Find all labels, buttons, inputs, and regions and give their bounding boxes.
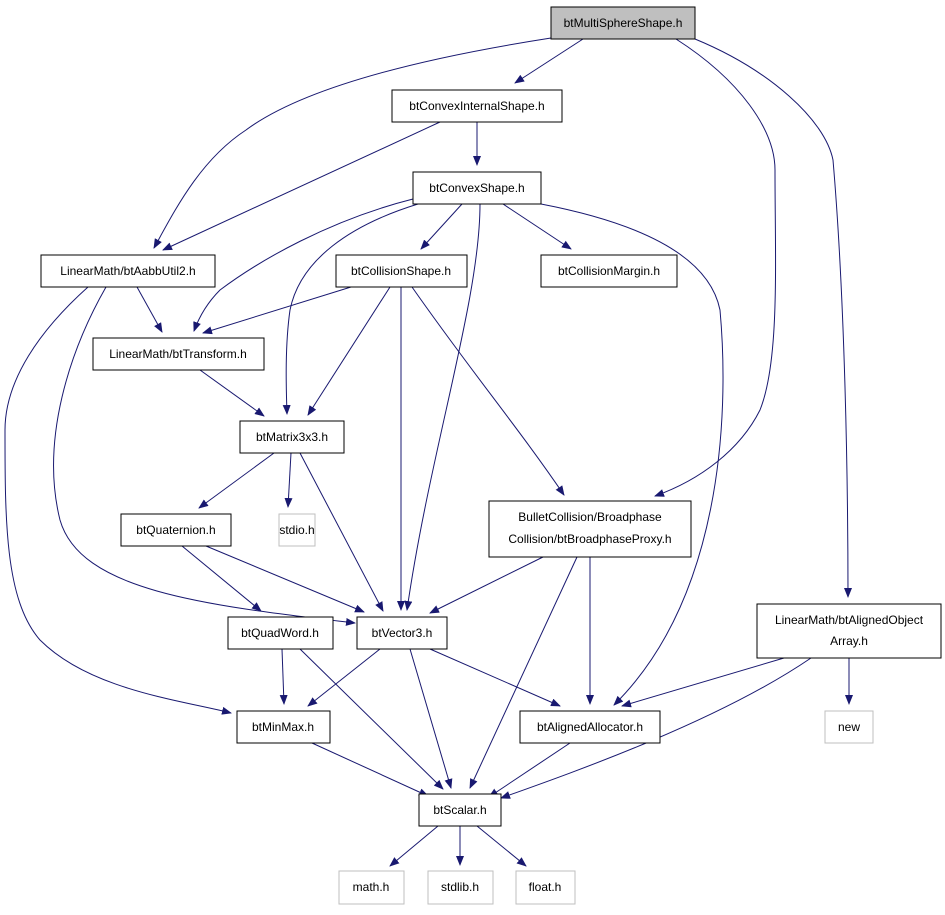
node-label: btVector3.h	[372, 626, 433, 640]
edge-btScalar-to-float	[476, 825, 527, 867]
edge-btMultiSphereShape-to-btConvexInternalShape	[514, 38, 584, 84]
node-label: btQuadWord.h	[241, 626, 319, 640]
edge-btMinMax-to-btScalar	[311, 742, 429, 797]
node-label: btAlignedAllocator.h	[537, 720, 643, 734]
node-btVector3[interactable]: btVector3.h	[356, 616, 448, 650]
edge-btAabbUtil2-to-btVector3	[53, 286, 356, 626]
node-label: btMultiSphereShape.h	[564, 16, 683, 30]
edge-btConvexShape-to-btAlignedAllocator	[540, 203, 724, 706]
edge-btQuaternion-to-btQuadWord	[181, 545, 262, 612]
node-label: btMatrix3x3.h	[256, 430, 328, 444]
node-math[interactable]: math.h	[338, 870, 405, 905]
edge-btQuadWord-to-btMinMax	[279, 648, 288, 705]
edge-btCollisionShape-to-btMatrix3x3	[307, 286, 391, 416]
node-btBroadphaseProxy[interactable]: BulletCollision/Broadphase Collision/btB…	[488, 500, 692, 558]
node-label: btMinMax.h	[252, 720, 314, 734]
edge-btScalar-to-math	[389, 825, 439, 867]
node-label-line2: Collision/btBroadphaseProxy.h	[508, 532, 671, 546]
node-label: btCollisionShape.h	[351, 264, 451, 278]
node-label: btCollisionMargin.h	[558, 264, 660, 278]
node-label: btConvexInternalShape.h	[409, 99, 544, 113]
edge-btConvexInternalShape-to-btAabbUtil2	[162, 121, 441, 251]
node-btCollisionMargin[interactable]: btCollisionMargin.h	[540, 254, 678, 288]
node-float[interactable]: float.h	[515, 870, 576, 905]
edge-btVector3-to-btMinMax	[307, 648, 381, 707]
node-btAabbUtil2[interactable]: LinearMath/btAabbUtil2.h	[40, 254, 216, 288]
node-label: btScalar.h	[433, 803, 486, 817]
node-btQuaternion[interactable]: btQuaternion.h	[120, 513, 232, 547]
edge-btCollisionShape-to-btBroadphaseProxy	[411, 286, 565, 496]
node-label: LinearMath/btTransform.h	[109, 347, 247, 361]
edge-btConvexShape-to-btCollisionMargin	[502, 203, 572, 250]
node-new[interactable]: new	[824, 710, 874, 744]
node-btScalar[interactable]: btScalar.h	[418, 793, 502, 827]
node-label-line1: BulletCollision/Broadphase	[518, 510, 662, 524]
node-stdlib[interactable]: stdlib.h	[427, 870, 494, 905]
edge-btMultiSphereShape-to-btBroadphaseProxy	[654, 38, 777, 497]
node-btCollisionShape[interactable]: btCollisionShape.h	[335, 254, 468, 288]
edge-btAlignedAllocator-to-btScalar	[488, 742, 571, 798]
node-btConvexInternalShape[interactable]: btConvexInternalShape.h	[391, 89, 563, 123]
node-label-line1: LinearMath/btAlignedObject	[775, 613, 924, 627]
edge-btBroadphaseProxy-to-btScalar	[469, 556, 578, 789]
edge-btMatrix3x3-to-stdio	[284, 452, 293, 508]
edge-btCollisionShape-to-btTransform	[202, 286, 352, 335]
edge-btQuaternion-to-btVector3	[205, 545, 365, 613]
node-btQuadWord[interactable]: btQuadWord.h	[227, 616, 334, 650]
edge-btConvexShape-to-btVector3	[404, 203, 481, 611]
node-btTransform[interactable]: LinearMath/btTransform.h	[92, 337, 265, 371]
node-label: stdlib.h	[441, 880, 479, 894]
node-btAlignedObjectArray[interactable]: LinearMath/btAlignedObject Array.h	[756, 603, 942, 659]
edge-btConvexShape-to-btCollisionShape	[420, 203, 463, 250]
edge-btConvexShape-to-btTransform	[193, 198, 414, 332]
edge-btVector3-to-btAlignedAllocator	[429, 648, 561, 707]
node-label: math.h	[353, 880, 390, 894]
node-label: btConvexShape.h	[429, 181, 524, 195]
edge-btVector3-to-btScalar	[409, 648, 453, 789]
node-btConvexShape[interactable]: btConvexShape.h	[412, 171, 542, 205]
edge-btAabbUtil2-to-btMinMax	[4, 286, 232, 715]
edge-btTransform-to-btMatrix3x3	[199, 369, 265, 417]
edge-btMultiSphereShape-to-btAabbUtil2	[153, 37, 552, 249]
edge-btMatrix3x3-to-btQuaternion	[198, 452, 275, 509]
node-btMultiSphereShape[interactable]: btMultiSphereShape.h	[550, 6, 696, 40]
node-label: new	[838, 720, 860, 734]
edge-btMatrix3x3-to-btVector3	[299, 452, 384, 612]
edge-btConvexShape-to-btMatrix3x3	[282, 203, 419, 415]
node-stdio[interactable]: stdio.h	[278, 513, 316, 547]
node-btMinMax[interactable]: btMinMax.h	[236, 710, 331, 744]
file-nodes: btMultiSphereShape.h btConvexInternalSha…	[40, 6, 942, 905]
edge-btAabbUtil2-to-btTransform	[136, 286, 163, 333]
node-label-line2: Array.h	[830, 634, 868, 648]
node-label: btQuaternion.h	[136, 523, 215, 537]
edge-btMultiSphereShape-to-btAlignedObjectArray	[694, 38, 852, 598]
node-label: float.h	[529, 880, 562, 894]
edge-btQuadWord-to-btScalar	[299, 648, 444, 790]
node-btMatrix3x3[interactable]: btMatrix3x3.h	[239, 420, 345, 454]
node-btAlignedAllocator[interactable]: btAlignedAllocator.h	[519, 710, 661, 744]
dependency-edges	[4, 37, 853, 867]
node-label: stdio.h	[279, 523, 314, 537]
edge-btAlignedObjectArray-to-btAlignedAllocator	[621, 657, 785, 708]
edge-btBroadphaseProxy-to-btVector3	[429, 556, 544, 614]
node-label: LinearMath/btAabbUtil2.h	[60, 264, 195, 278]
